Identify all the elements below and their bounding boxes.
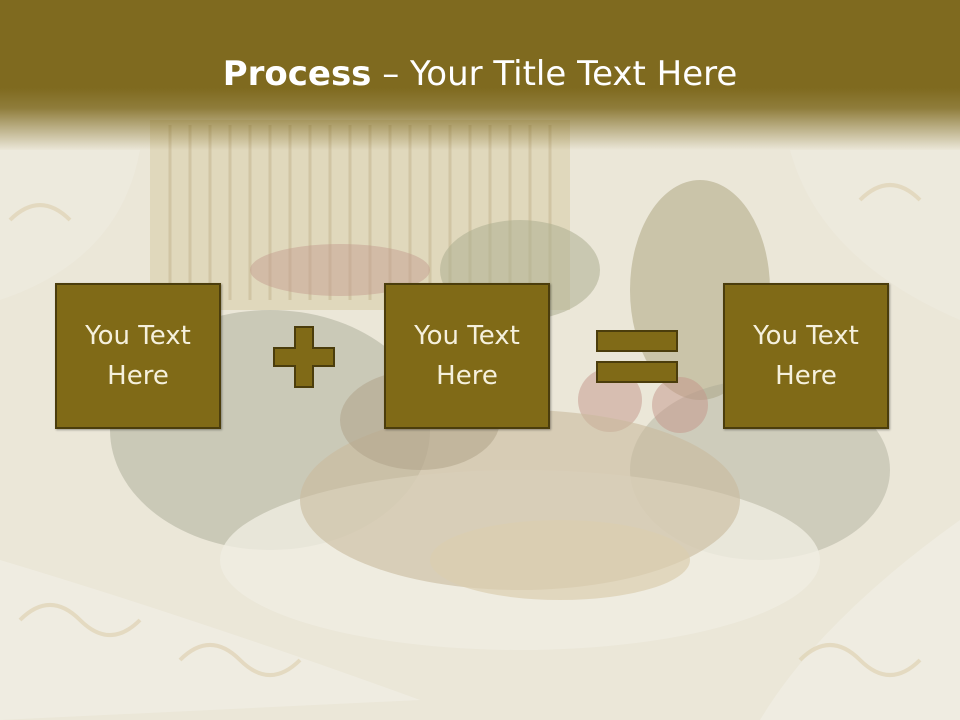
box-2-line-1: You Text <box>414 321 520 351</box>
box-1-line-2: Here <box>107 361 169 391</box>
box-3-line-2: Here <box>775 361 837 391</box>
box-2-line-2: Here <box>436 361 498 391</box>
box-1-line-1: You Text <box>85 321 191 351</box>
slide-title[interactable]: Process – Your Title Text Here <box>0 52 960 96</box>
process-box-3[interactable]: You Text Here <box>723 283 889 429</box>
title-bold-text: Process <box>222 54 372 94</box>
plus-icon <box>273 326 335 388</box>
equals-icon <box>596 330 678 383</box>
box-3-line-1: You Text <box>753 321 859 351</box>
process-box-2[interactable]: You Text Here <box>384 283 550 429</box>
title-bar <box>0 0 960 150</box>
title-rest-text: – Your Title Text Here <box>371 54 738 94</box>
process-box-1[interactable]: You Text Here <box>55 283 221 429</box>
